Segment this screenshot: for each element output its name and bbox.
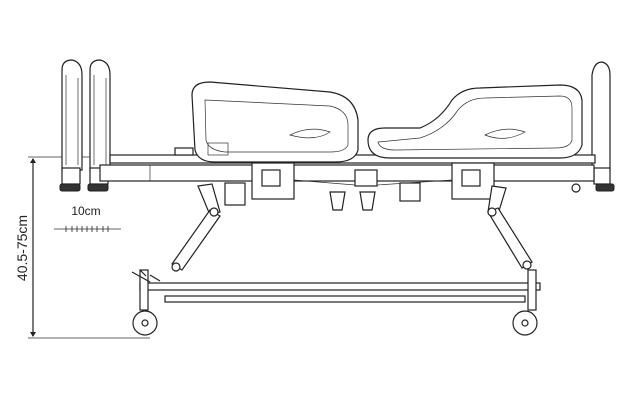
lift-arms — [171, 183, 533, 272]
actuator-motors — [224, 162, 495, 211]
caster-wheels — [132, 310, 538, 336]
scale-bar: 10cm — [54, 204, 121, 232]
base-frame — [131, 269, 541, 311]
head-board — [59, 59, 111, 192]
foot-board — [571, 61, 615, 193]
side-rail-foot — [367, 84, 583, 159]
height-dimension-label: 40.5-75cm — [14, 215, 30, 281]
side-rail-head — [191, 81, 359, 163]
scale-label: 10cm — [71, 204, 100, 218]
